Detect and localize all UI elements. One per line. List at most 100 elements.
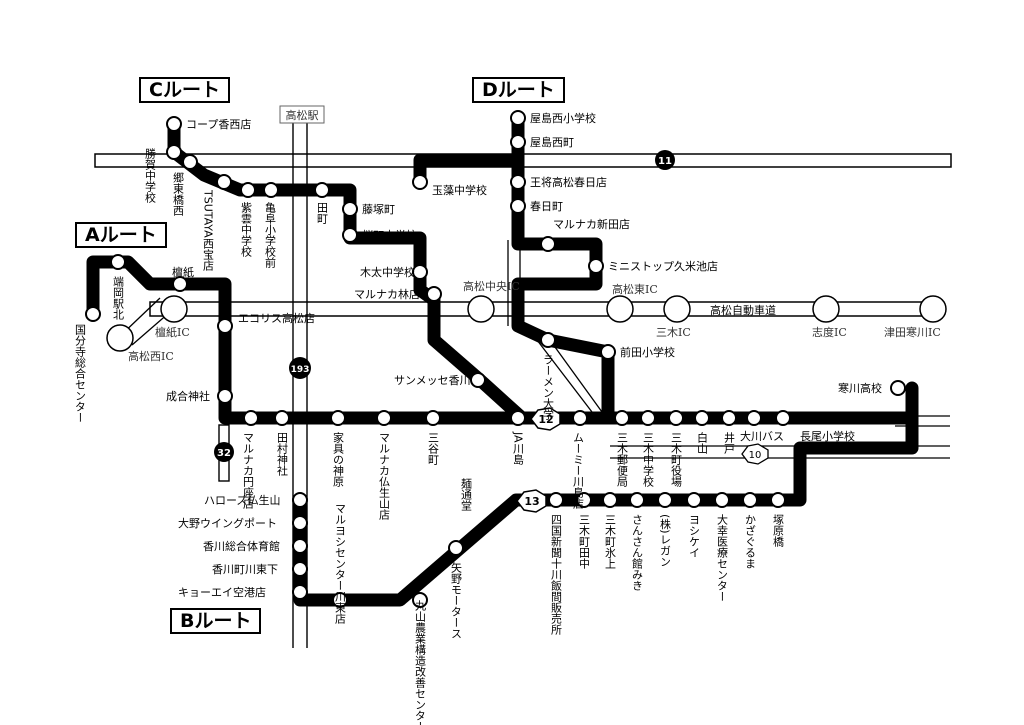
expressway-label: 高松自動車道 bbox=[710, 303, 776, 317]
station-marker bbox=[510, 134, 526, 150]
station-marker bbox=[217, 388, 233, 404]
station-label: マルナカ新田店 bbox=[553, 217, 630, 231]
ic-takamatsu-nishi bbox=[106, 324, 134, 352]
station-label: 成合神社 bbox=[166, 389, 210, 403]
station-label: 寒川高校 bbox=[838, 381, 882, 395]
station-marker bbox=[166, 144, 182, 160]
station-label: 三木郵便局 bbox=[616, 432, 629, 488]
station-marker bbox=[510, 174, 526, 190]
station-label: 香川町川東下 bbox=[212, 563, 278, 576]
route-label-d: Dルート bbox=[472, 77, 565, 103]
station-label: 大野ウイングポート bbox=[178, 516, 277, 530]
station-label: TSUTAYA西宝店 bbox=[202, 189, 215, 271]
station-marker bbox=[540, 236, 556, 252]
station-label: 三谷町 bbox=[427, 432, 440, 465]
station-marker bbox=[292, 515, 308, 531]
route-c-line bbox=[167, 117, 529, 425]
station-marker bbox=[314, 182, 330, 198]
station-marker bbox=[742, 492, 758, 508]
station-marker bbox=[166, 116, 182, 132]
station-markers bbox=[85, 110, 906, 608]
landmark: 高松駅 高松自動車道 bbox=[279, 105, 776, 317]
station-label: 屋島西町 bbox=[530, 135, 574, 149]
station-label: 端岡駅北 bbox=[112, 276, 125, 320]
station-label: マルナカ仏生山店 bbox=[378, 432, 391, 520]
vertical-labels: 勝賀中学校 郷東橋西 TSUTAYA西宝店 紫雲中学校 亀阜小学校前 田町 端岡… bbox=[74, 147, 785, 725]
station-label: 塚原橋 bbox=[772, 514, 785, 548]
route-193-shield bbox=[289, 357, 311, 379]
station-label: 四国新聞十川飯間販売所 bbox=[550, 514, 563, 636]
station-label: 藤塚町 bbox=[362, 203, 395, 216]
station-label: ラーメン大学 bbox=[542, 354, 555, 420]
station-label: マルナカ円座店 bbox=[242, 432, 255, 509]
route-11-number: 11 bbox=[658, 156, 672, 167]
station-label: 田村神社 bbox=[276, 432, 289, 477]
station-marker bbox=[243, 410, 259, 426]
station-label: 丸山農業構造改善センター bbox=[414, 600, 427, 725]
route-10-shield bbox=[741, 443, 769, 465]
ic-takamatsu-chuo bbox=[467, 295, 495, 323]
station-label: エコリス高松店 bbox=[238, 311, 315, 325]
station-marker bbox=[426, 286, 442, 302]
station-marker bbox=[510, 110, 526, 126]
ic-label: 三木IC bbox=[656, 326, 691, 339]
ic-danshi bbox=[160, 295, 188, 323]
station-marker bbox=[668, 410, 684, 426]
ic-label: 高松東IC bbox=[612, 282, 658, 296]
station-marker bbox=[217, 318, 233, 334]
route-label-a: Aルート bbox=[75, 222, 167, 248]
station-label: ムーミー川島店 bbox=[572, 432, 585, 509]
station-marker bbox=[412, 264, 428, 280]
station-label: キョーエイ空港店 bbox=[178, 585, 266, 599]
ic-label: 高松中央IC bbox=[463, 279, 520, 293]
ic-label: 檀紙IC bbox=[155, 325, 190, 339]
station-label: ミニストップ久米池店 bbox=[608, 259, 718, 273]
station-marker bbox=[600, 344, 616, 360]
station-label: (株)レガン bbox=[659, 514, 672, 567]
station-marker bbox=[588, 258, 604, 274]
station-marker bbox=[448, 540, 464, 556]
station-label: かざぐるま bbox=[744, 514, 757, 569]
route-shields: 11 193 32 12 13 10 bbox=[214, 150, 769, 513]
ic-takamatsu-higashi bbox=[606, 295, 634, 323]
station-label: 香川総合体育館 bbox=[203, 539, 280, 553]
ic-tsuda bbox=[919, 295, 947, 323]
station-label: 三木中学校 bbox=[642, 432, 655, 488]
ic-labels: 檀紙IC 高松西IC 高松中央IC 高松東IC 三木IC 志度IC 津田寒川IC bbox=[128, 279, 941, 363]
station-label: 勝賀中学校 bbox=[144, 147, 157, 204]
station-label: 檀紙 bbox=[172, 265, 194, 279]
route-12-number: 12 bbox=[538, 413, 553, 426]
station-label: 白山 bbox=[696, 431, 709, 454]
station-label: 国分寺総合センター bbox=[74, 324, 87, 423]
station-marker bbox=[602, 492, 618, 508]
station-marker bbox=[510, 198, 526, 214]
station-labels: コープ香西店 屋島西小学校 屋島西町 玉藻中学校 王将高松春日店 春日町 マルナ… bbox=[166, 111, 882, 599]
station-label: 大幸医療センター bbox=[716, 513, 729, 602]
station-label: 田町 bbox=[316, 202, 329, 224]
route-12-road-b bbox=[546, 335, 603, 413]
station-label: 家具の神原 bbox=[332, 431, 345, 487]
station-marker bbox=[182, 154, 198, 170]
station-marker bbox=[657, 492, 673, 508]
route-b-line bbox=[293, 411, 919, 607]
station-marker bbox=[263, 182, 279, 198]
station-marker bbox=[890, 380, 906, 396]
station-marker bbox=[292, 538, 308, 554]
route-193-number: 193 bbox=[291, 365, 310, 375]
route-10-number: 10 bbox=[749, 450, 762, 461]
station-label: 亀阜小学校前 bbox=[264, 201, 277, 269]
station-marker bbox=[274, 410, 290, 426]
route-label-b: Bルート bbox=[170, 608, 262, 634]
station-label: マルヨシセンター川東店 bbox=[334, 503, 347, 624]
station-marker bbox=[686, 492, 702, 508]
station-marker bbox=[292, 492, 308, 508]
station-marker bbox=[425, 410, 441, 426]
station-marker bbox=[470, 372, 486, 388]
ic-label: 高松西IC bbox=[128, 349, 174, 363]
station-marker bbox=[412, 174, 428, 190]
station-marker bbox=[292, 561, 308, 577]
station-label: 三木町田中 bbox=[578, 514, 591, 569]
station-marker bbox=[330, 410, 346, 426]
station-label: 井戸 bbox=[723, 431, 736, 455]
route-11-shield bbox=[655, 150, 675, 170]
